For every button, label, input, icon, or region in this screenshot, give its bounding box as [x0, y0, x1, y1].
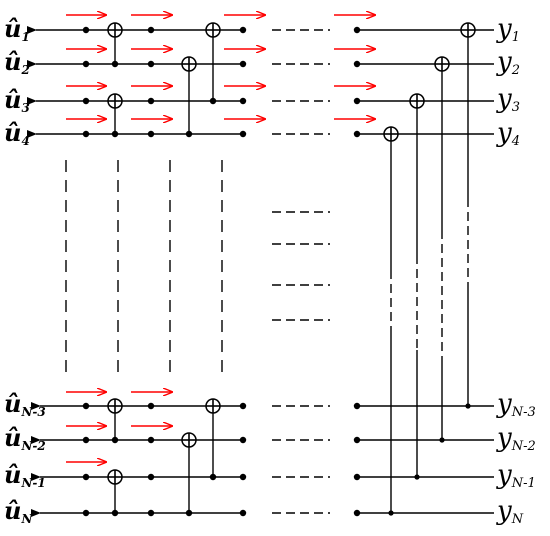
node-dot	[353, 60, 361, 68]
xor-gate-icon	[181, 432, 197, 448]
node-dot	[353, 97, 361, 105]
node-dot	[439, 437, 445, 443]
output-label-yn1: yN-1	[496, 460, 536, 491]
node-dot	[147, 509, 155, 517]
node-dot	[414, 474, 420, 480]
node-dot	[239, 130, 247, 138]
node-dot	[465, 403, 471, 409]
node-dot	[82, 97, 90, 105]
input-label-un1: ûN-1	[4, 460, 46, 490]
input-label-u2: û2	[4, 47, 30, 77]
output-label-y1: y1	[496, 14, 520, 45]
xor-gate-icon	[107, 469, 123, 485]
junction-dots	[82, 26, 471, 517]
xor-gates	[107, 22, 476, 485]
node-dot	[353, 402, 361, 410]
node-dot	[147, 97, 155, 105]
output-label-y3: y3	[496, 84, 520, 115]
node-dot	[82, 509, 90, 517]
output-label-y4: y4	[496, 118, 520, 149]
node-dot	[82, 26, 90, 34]
node-dot	[147, 436, 155, 444]
output-label-y2: y2	[496, 47, 520, 78]
input-label-u4: û4	[4, 118, 30, 148]
node-dot	[82, 436, 90, 444]
node-dot	[147, 473, 155, 481]
xor-gate-icon	[205, 22, 221, 38]
xor-gate-icon	[107, 93, 123, 109]
output-labels-bottom: yN-3 yN-2 yN-1 yN	[496, 389, 536, 527]
xor-gate-icon	[181, 56, 197, 72]
xor-gate-icon	[107, 398, 123, 414]
node-dot	[353, 26, 361, 34]
right-wires	[357, 29, 494, 514]
node-dot	[111, 509, 119, 517]
node-dot	[239, 60, 247, 68]
node-dot	[111, 130, 119, 138]
xor-gate-icon	[409, 93, 425, 109]
red-arrows-bottom	[66, 392, 172, 462]
node-dot	[82, 60, 90, 68]
output-labels-top: y1 y2 y3 y4	[496, 14, 520, 149]
node-dot	[353, 130, 361, 138]
output-label-yn: yN	[496, 496, 524, 527]
node-dot	[147, 130, 155, 138]
left-vertical-dashes	[65, 160, 223, 378]
node-dot	[82, 473, 90, 481]
xor-gate-icon	[107, 22, 123, 38]
input-label-u1: û1	[4, 14, 30, 44]
node-dot	[147, 26, 155, 34]
xor-gate-icon	[434, 56, 450, 72]
middle-dashes	[272, 29, 330, 514]
input-labels-bottom: ûN-3 ûN-2 ûN-1 ûN	[4, 389, 46, 526]
left-verticals	[114, 30, 214, 513]
node-dot	[209, 97, 217, 105]
node-dot	[82, 130, 90, 138]
node-dot	[388, 510, 394, 516]
node-dot	[353, 436, 361, 444]
output-label-yn3: yN-3	[496, 389, 536, 420]
node-dot	[82, 402, 90, 410]
node-dot	[353, 473, 361, 481]
node-dot	[185, 130, 193, 138]
node-dot	[239, 509, 247, 517]
node-dot	[147, 60, 155, 68]
xor-gate-icon	[460, 22, 476, 38]
node-dot	[239, 436, 247, 444]
left-wires-top	[27, 26, 243, 138]
xor-gate-icon	[383, 126, 399, 142]
input-labels-top: û1 û2 û3 û4	[4, 14, 30, 148]
node-dot	[209, 473, 217, 481]
input-label-un3: ûN-3	[4, 389, 46, 419]
node-dot	[111, 60, 119, 68]
node-dot	[239, 97, 247, 105]
output-label-yn2: yN-2	[496, 423, 536, 454]
node-dot	[111, 436, 119, 444]
input-label-u3: û3	[4, 85, 30, 115]
node-dot	[147, 402, 155, 410]
node-dot	[239, 473, 247, 481]
input-label-un: ûN	[4, 496, 33, 526]
red-arrows-top	[66, 15, 375, 119]
node-dot	[239, 26, 247, 34]
input-label-un2: ûN-2	[4, 423, 46, 453]
xor-gate-icon	[205, 398, 221, 414]
right-verticals	[390, 30, 469, 513]
node-dot	[185, 509, 193, 517]
node-dot	[353, 509, 361, 517]
node-dot	[239, 402, 247, 410]
